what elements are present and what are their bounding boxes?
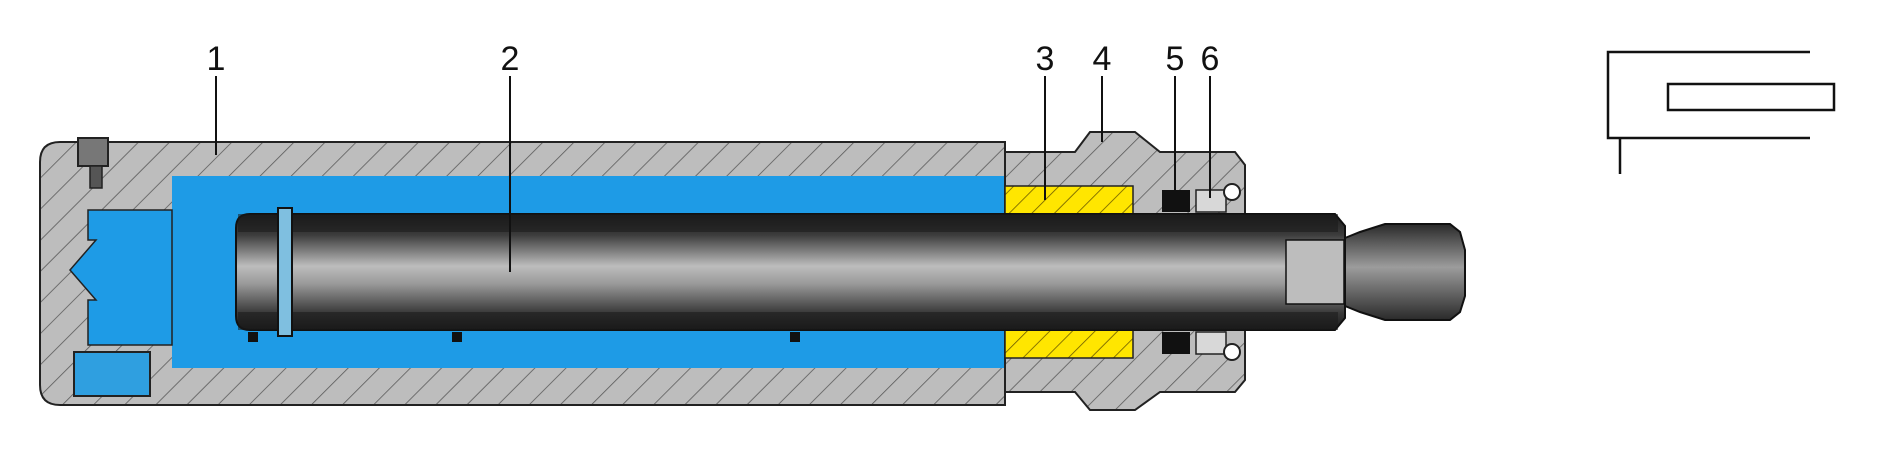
inlet-port [73,351,151,397]
part-label-5: 5 [1165,40,1185,78]
inlet-passage [69,209,173,346]
guide-bushing-top [1004,185,1134,219]
piston-ring [277,207,293,337]
rod-hex [1285,239,1345,305]
leader-lines [215,76,1211,272]
bleed-port [77,137,109,167]
part-label-4: 4 [1092,40,1112,78]
retaining-ring-top [1223,183,1241,201]
guide-bushing-bottom [1004,325,1134,359]
rod-seal-bottom [1162,332,1190,354]
rod-seal-top [1162,190,1190,212]
retaining-ring-bottom [1223,343,1241,361]
rod-threaded-end [1344,223,1466,321]
part-label-6: 6 [1200,40,1220,78]
part-label-1: 1 [206,40,226,78]
single-acting-cylinder-symbol-icon [1606,50,1836,174]
wiper-ring-bottom [1195,331,1227,355]
part-label-3: 3 [1035,40,1055,78]
part-label-2: 2 [500,40,520,78]
